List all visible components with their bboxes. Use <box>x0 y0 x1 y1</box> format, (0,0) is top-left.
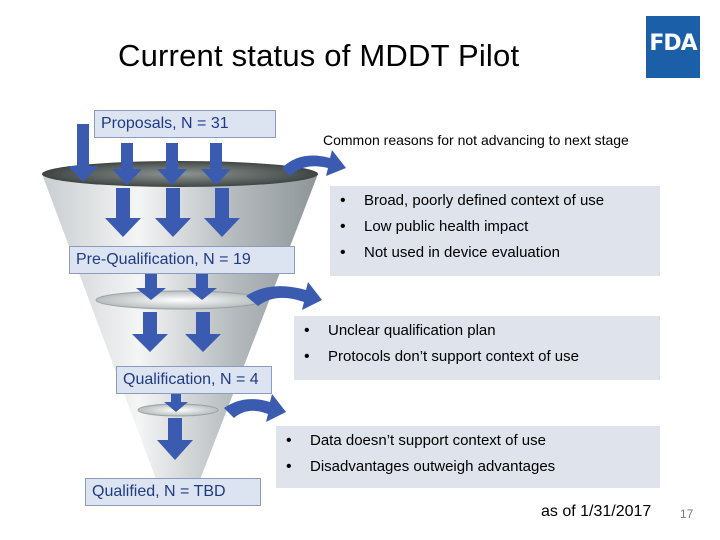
exit-arrow-3 <box>224 394 286 422</box>
slide-title: Current status of MDDT Pilot <box>118 38 519 74</box>
reason-item: Protocols don’t support context of use <box>294 344 660 370</box>
reason-box-2: Unclear qualification plan Protocols don… <box>294 316 660 380</box>
reason-item: Low public health impact <box>330 214 660 240</box>
reason-item: Data doesn’t support context of use <box>276 428 660 454</box>
reason-box-1: Broad, poorly defined context of use Low… <box>330 186 660 276</box>
reason-item: Not used in device evaluation <box>330 240 660 266</box>
reason-item: Disadvantages outweigh advantages <box>276 454 660 480</box>
page-number: 17 <box>680 507 693 521</box>
fda-logo: FDA <box>646 16 700 78</box>
reason-box-3: Data doesn’t support context of use Disa… <box>276 426 660 488</box>
as-of-date: as of 1/31/2017 <box>541 503 651 521</box>
reasons-title: Common reasons for not advancing to next… <box>323 132 629 148</box>
stage-label-pre-qualification: Pre-Qualification, N = 19 <box>69 246 295 274</box>
stage-label-qualification: Qualification, N = 4 <box>116 366 272 394</box>
reason-item: Broad, poorly defined context of use <box>330 188 660 214</box>
stage-disc-2 <box>96 291 264 309</box>
reason-item: Unclear qualification plan <box>294 318 660 344</box>
stage-label-qualified: Qualified, N = TBD <box>85 478 261 506</box>
stage-label-proposals: Proposals, N = 31 <box>94 110 276 138</box>
